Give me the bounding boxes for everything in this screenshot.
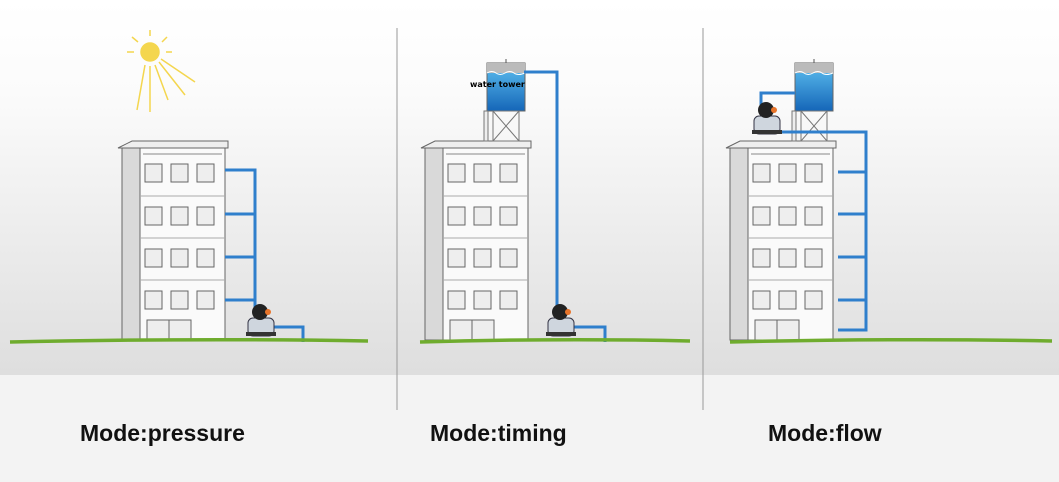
water-pipe [225, 168, 305, 342]
ground [419, 337, 691, 344]
sun-icon [127, 30, 196, 112]
water-pipe [524, 70, 607, 342]
ground [9, 337, 369, 344]
mode-pressure-label: Mode:pressure [80, 420, 245, 446]
building [725, 140, 837, 341]
building [420, 140, 532, 341]
mode-timing-label: Mode:timing [430, 420, 567, 446]
ground [729, 337, 1053, 344]
label-area [0, 375, 1059, 482]
mode-flow-label: Mode:flow [768, 420, 882, 446]
building [117, 140, 229, 341]
tower-label: water tower [470, 80, 525, 89]
water-pipe [759, 91, 868, 332]
